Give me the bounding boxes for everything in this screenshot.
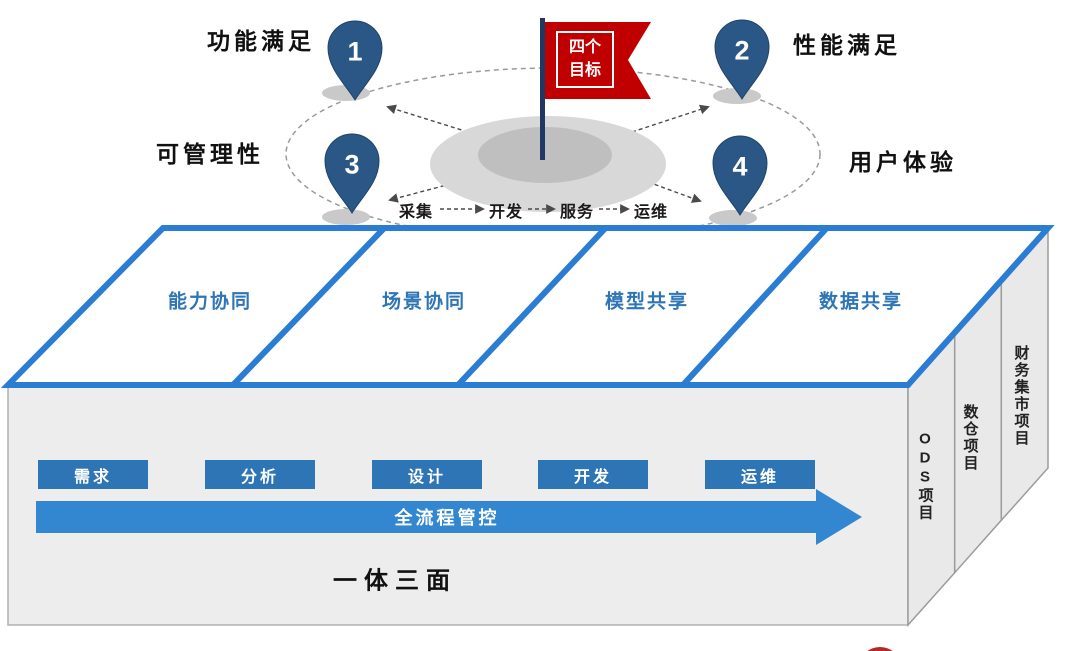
side-panel-label-1: ODS项目 (916, 430, 934, 522)
platform-divider-2 (455, 225, 608, 388)
connector-line-1 (386, 104, 469, 133)
platform-cell-label-1: 能力协同 (167, 291, 253, 313)
pin-shadow-4 (709, 210, 757, 226)
goal-pin-4 (712, 135, 768, 216)
flag-line-1: 四个 (568, 39, 601, 57)
goal-pin-2 (714, 19, 770, 100)
goal-pin-3 (324, 133, 380, 214)
pin-number-1: 1 (347, 36, 363, 67)
pin-shadow-3 (322, 209, 370, 225)
pin-number-3: 3 (344, 149, 360, 180)
goal-label-4: 用户体验 (849, 149, 957, 175)
connector-line-4 (647, 181, 702, 203)
flag-banner (545, 22, 651, 99)
flag-pole (540, 18, 545, 160)
stage-button-2: 分析 (205, 460, 315, 489)
caption-text: 一体三面 (333, 567, 457, 595)
pin-shadow-2 (713, 88, 761, 104)
goal-label-3: 可管理性 (156, 141, 264, 167)
process-step-3: 服务 (559, 204, 595, 221)
platform-cell-label-3: 模型共享 (604, 291, 690, 313)
goal-flag-box: 四个 目标 (556, 31, 614, 88)
platform-divider-3 (680, 225, 829, 388)
platform-cell-label-4: 数据共享 (818, 291, 904, 313)
goal-pin-1 (327, 20, 383, 101)
stage-button-1: 需求 (38, 460, 148, 489)
pin-number-2: 2 (734, 35, 750, 66)
stage-button-5: 运维 (705, 460, 815, 489)
process-step-2: 开发 (488, 204, 524, 221)
connector-line-3 (388, 181, 459, 203)
platform-divider-1 (230, 225, 387, 388)
connector-line-2 (631, 104, 710, 133)
stage-button-4: 开发 (538, 460, 648, 489)
pin-number-4: 4 (732, 151, 748, 182)
process-arrow-label: 全流程管控 (394, 508, 500, 528)
goal-label-2: 性能满足 (793, 32, 901, 58)
stage-button-3: 设计 (372, 460, 482, 489)
side-panel-label-3: 财务集市项目 (1012, 345, 1030, 447)
red-artifact (867, 647, 893, 651)
process-step-4: 运维 (633, 204, 669, 221)
platform-cell-label-2: 场景协同 (381, 291, 467, 313)
flag-line-2: 目标 (568, 61, 601, 79)
full-process-arrow (36, 489, 862, 545)
goal-label-1: 功能满足 (207, 28, 315, 54)
side-panel-label-2: 数仓项目 (961, 404, 979, 472)
process-step-1: 采集 (398, 204, 434, 221)
